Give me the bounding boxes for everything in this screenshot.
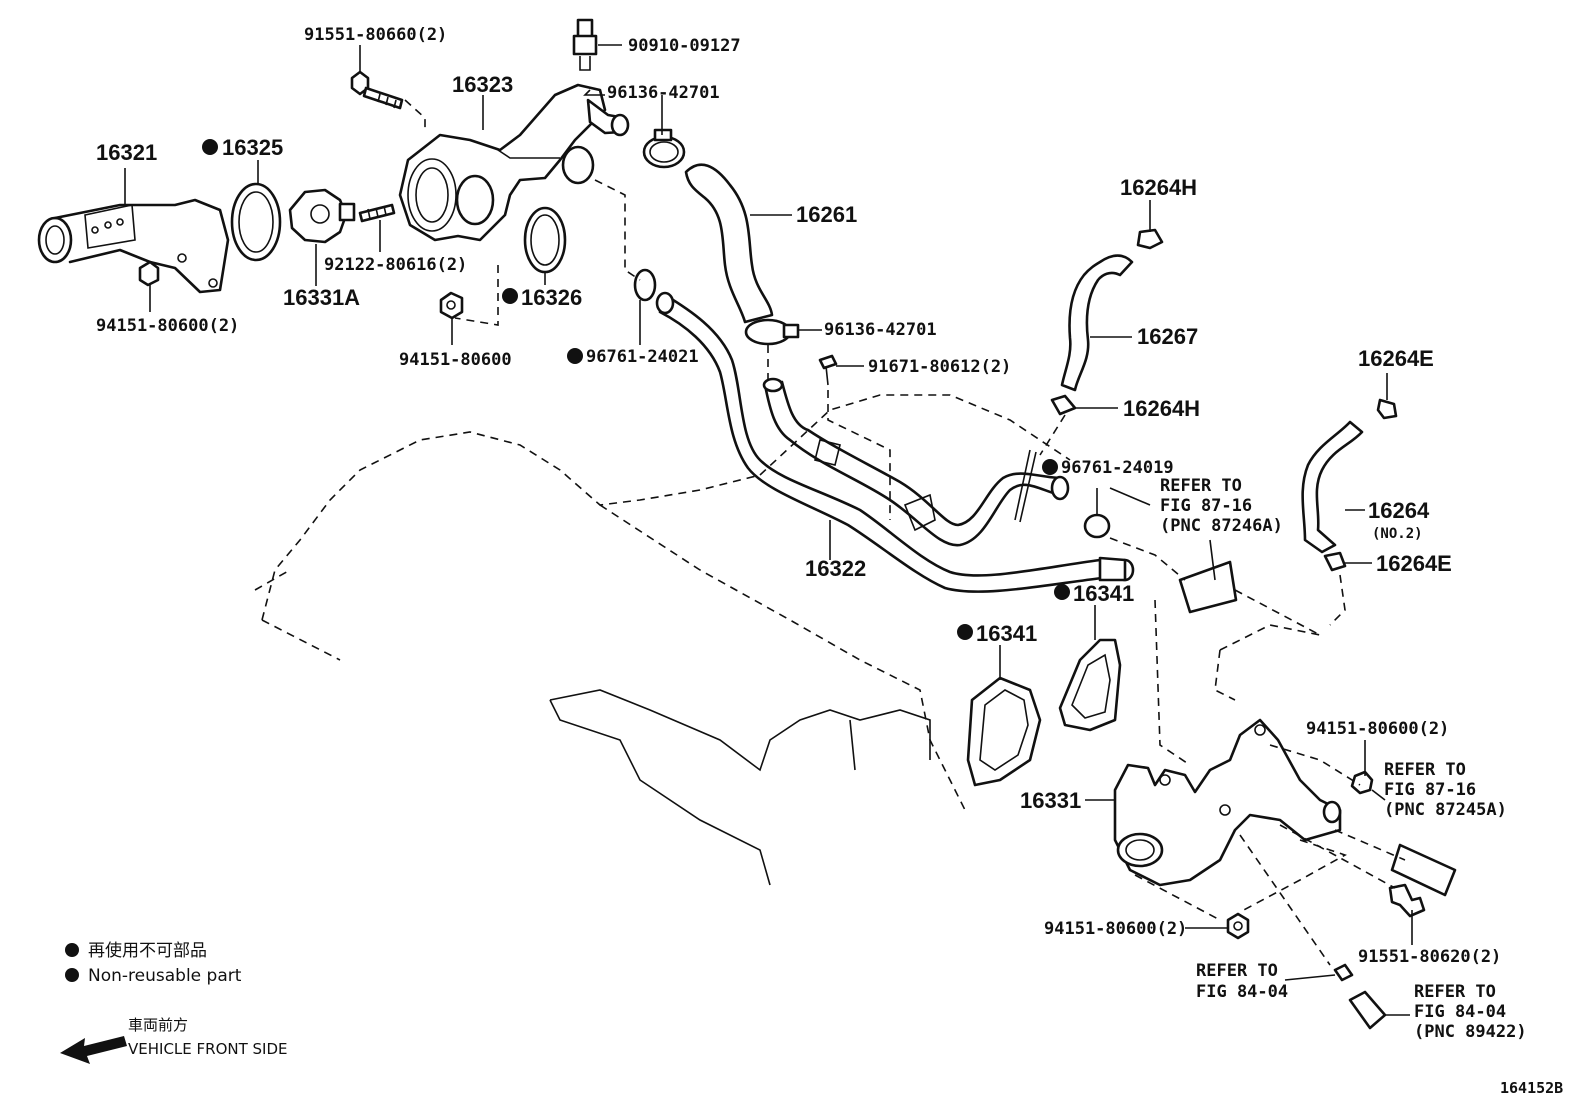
part-16264H-clamp-a (1136, 228, 1164, 250)
refer-text-87245a-2: FIG 87-16 (1384, 780, 1476, 800)
part-16264E-clamp-b (1323, 551, 1347, 572)
figure-id: 164152B (1500, 1079, 1563, 1097)
part-16267-hose (1060, 254, 1134, 392)
label-16261: 16261 (796, 202, 857, 227)
part-16261-hose (684, 163, 774, 324)
label-16321: 16321 (96, 140, 157, 165)
label-16264H-b: 16264H (1123, 396, 1200, 421)
non-reusable-dot (957, 624, 973, 640)
label-91551-80660: 91551-80660(2) (304, 25, 447, 45)
label-96136-42701-b: 96136-42701 (824, 320, 937, 340)
part-94151-nut-c (1350, 770, 1374, 795)
refer-text-87245a-3: (PNC 87245A) (1384, 800, 1507, 820)
part-16331A-thermostat (288, 188, 356, 244)
label-16264E-a: 16264E (1358, 346, 1434, 371)
label-16267: 16267 (1137, 324, 1198, 349)
non-reusable-dot (1054, 584, 1070, 600)
part-94151-nut-a (138, 260, 160, 287)
part-96136-clamp-a (642, 128, 686, 169)
part-94151-nut-d (1226, 912, 1250, 940)
label-16322: 16322 (805, 556, 866, 581)
engine-block-outline (254, 394, 1321, 886)
ref-pipe-87245a (1390, 843, 1457, 897)
label-16264-no2: (NO.2) (1372, 526, 1423, 542)
part-16264H-clamp-b (1050, 394, 1077, 416)
part-91551-80620-bolt (1388, 883, 1426, 918)
label-16323: 16323 (452, 72, 513, 97)
part-96136-clamp-b (744, 318, 800, 346)
non-reusable-dot (1042, 459, 1058, 475)
non-reusable-dot (202, 139, 218, 155)
non-reusable-dot (502, 288, 518, 304)
label-92122-80616: 92122-80616(2) (324, 255, 467, 275)
part-96761-24019-oring (1083, 513, 1111, 539)
non-reusable-dot (567, 348, 583, 364)
front-label-jp: 車両前方 (128, 1016, 188, 1034)
part-16323-outlet-housing (398, 83, 630, 242)
ref-pipe-87246a (1178, 560, 1238, 614)
front-arrow-icon (60, 1036, 127, 1064)
label-96761-24021: 96761-24021 (586, 347, 699, 367)
label-16264E-b: 16264E (1376, 551, 1452, 576)
legend: 再使用不可部品 Non-reusable part 車両前方 VEHICLE F… (60, 940, 288, 1064)
legend-dot-en (65, 968, 79, 982)
label-16264H-a: 16264H (1120, 175, 1197, 200)
label-94151-80600-2a: 94151-80600(2) (96, 316, 239, 336)
label-96136-42701-a: 96136-42701 (607, 83, 720, 103)
part-16325-gasket (230, 182, 282, 262)
part-sensor-89422 (1333, 963, 1387, 1030)
refer-text-87246a-2: FIG 87-16 (1160, 496, 1252, 516)
part-16322-bypass-pipe (655, 291, 1135, 593)
leader-lines (124, 44, 1413, 1016)
refer-text-89422-3: (PNC 89422) (1414, 1022, 1527, 1042)
legend-en: Non-reusable part (88, 966, 242, 986)
part-94151-nut-b (439, 291, 464, 320)
label-94151-80600-2c: 94151-80600(2) (1044, 919, 1187, 939)
refer-text-89422-2: FIG 84-04 (1414, 1002, 1506, 1022)
part-92122-stud (358, 203, 396, 223)
refer-text-87246a-3: (PNC 87246A) (1160, 516, 1283, 536)
part-16341-gasket-a (966, 676, 1042, 787)
part-16264-hose (1301, 420, 1364, 554)
label-94151-80600-2b: 94151-80600(2) (1306, 719, 1449, 739)
front-label-en: VEHICLE FRONT SIDE (128, 1040, 288, 1058)
label-96761-24019: 96761-24019 (1061, 458, 1174, 478)
refer-text-84-04-2: FIG 84-04 (1196, 982, 1288, 1002)
label-16341-a: 16341 (1073, 581, 1134, 606)
label-90910-09127: 90910-09127 (628, 36, 741, 56)
label-16331: 16331 (1020, 788, 1081, 813)
refer-text-89422-1: REFER TO (1414, 982, 1496, 1002)
refer-text-87246a-1: REFER TO (1160, 476, 1242, 496)
part-16321-inlet-housing (37, 198, 230, 294)
label-94151-80600: 94151-80600 (399, 350, 512, 370)
label-91551-80620: 91551-80620(2) (1358, 947, 1501, 967)
refer-text-87245a-1: REFER TO (1384, 760, 1466, 780)
label-16325: 16325 (222, 135, 283, 160)
label-91671-80612: 91671-80612(2) (868, 357, 1011, 377)
label-16331A: 16331A (283, 285, 360, 310)
assembly-dashed-lines (404, 99, 1406, 966)
label-16341-b: 16341 (976, 621, 1037, 646)
part-16264E-clamp-a (1376, 398, 1398, 420)
refer-text-84-04-1: REFER TO (1196, 961, 1278, 981)
part-16331-water-inlet (1113, 718, 1342, 887)
part-96761-24021-oring (633, 268, 657, 302)
part-16341-gasket-b (1058, 638, 1122, 732)
part-91551-bolt (350, 70, 404, 110)
part-91671-bolt (818, 354, 838, 386)
label-16264: 16264 (1368, 498, 1430, 523)
legend-dot-jp (65, 943, 79, 957)
label-16326: 16326 (521, 285, 582, 310)
legend-jp: 再使用不可部品 (88, 940, 207, 961)
part-90910-sensor (572, 18, 598, 71)
